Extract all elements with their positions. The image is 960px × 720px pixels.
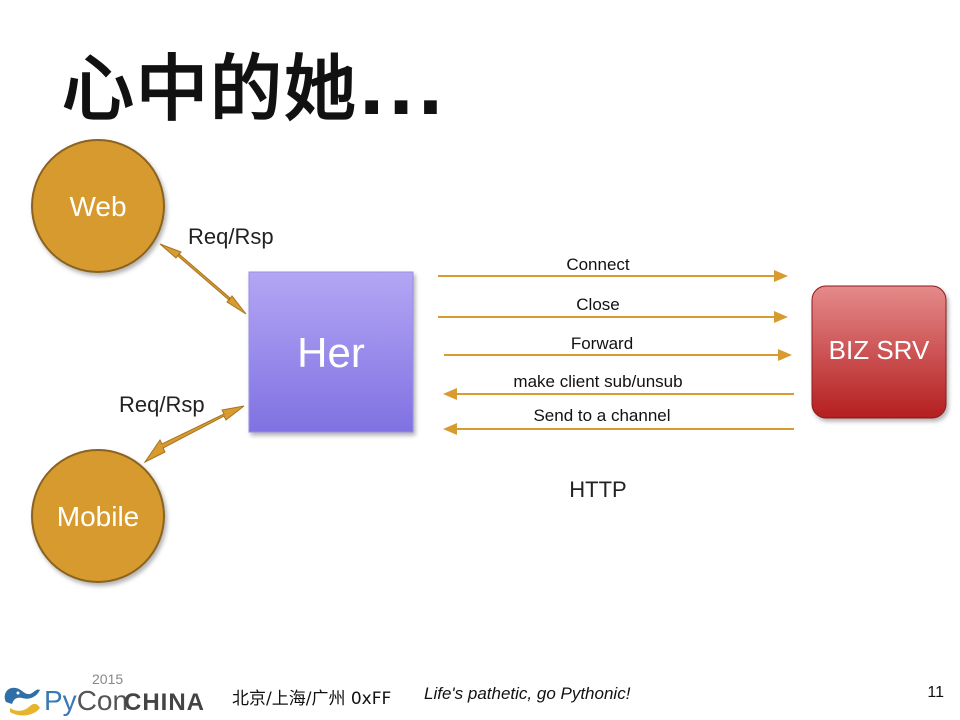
slide-title: 心中的她... <box>62 47 447 131</box>
python-snake-icon <box>4 687 41 716</box>
message-label: Send to a channel <box>533 406 670 425</box>
her-node-label: Her <box>297 329 365 376</box>
footer-cities: 北京/上海/广州 0xFF <box>232 689 392 709</box>
message-send-channel: Send to a channel <box>443 406 794 435</box>
logo-year: 2015 <box>92 671 123 687</box>
mobile-her-label: Req/Rsp <box>119 392 205 417</box>
message-label: make client sub/unsub <box>513 372 682 391</box>
biz-srv-node: BIZ SRV <box>811 285 947 419</box>
her-node: Her <box>248 271 414 433</box>
message-sub-unsub: make client sub/unsub <box>443 372 794 400</box>
mobile-node-label: Mobile <box>57 501 139 532</box>
logo-pycon: PyCon <box>44 685 128 716</box>
logo-py: Py <box>44 685 77 716</box>
web-node-label: Web <box>69 191 126 222</box>
footer-slogan: Life's pathetic, go Pythonic! <box>424 684 631 703</box>
web-her-connector <box>159 243 247 315</box>
web-node: Web <box>31 139 165 273</box>
message-close: Close <box>438 295 788 323</box>
message-forward: Forward <box>444 334 792 361</box>
biz-srv-node-label: BIZ SRV <box>829 335 930 365</box>
pycon-china-logo: 2015 PyCon CHINA <box>4 671 205 716</box>
mobile-node: Mobile <box>31 449 165 583</box>
logo-china: CHINA <box>124 689 205 716</box>
web-her-label: Req/Rsp <box>188 224 274 249</box>
logo-con: Con <box>77 685 128 716</box>
message-connect: Connect <box>438 255 788 282</box>
message-label: Forward <box>571 334 633 353</box>
mobile-her-connector <box>143 405 245 464</box>
message-label: Close <box>576 295 619 314</box>
protocol-label: HTTP <box>569 477 626 502</box>
page-number: 11 <box>927 684 944 701</box>
message-label: Connect <box>566 255 630 274</box>
